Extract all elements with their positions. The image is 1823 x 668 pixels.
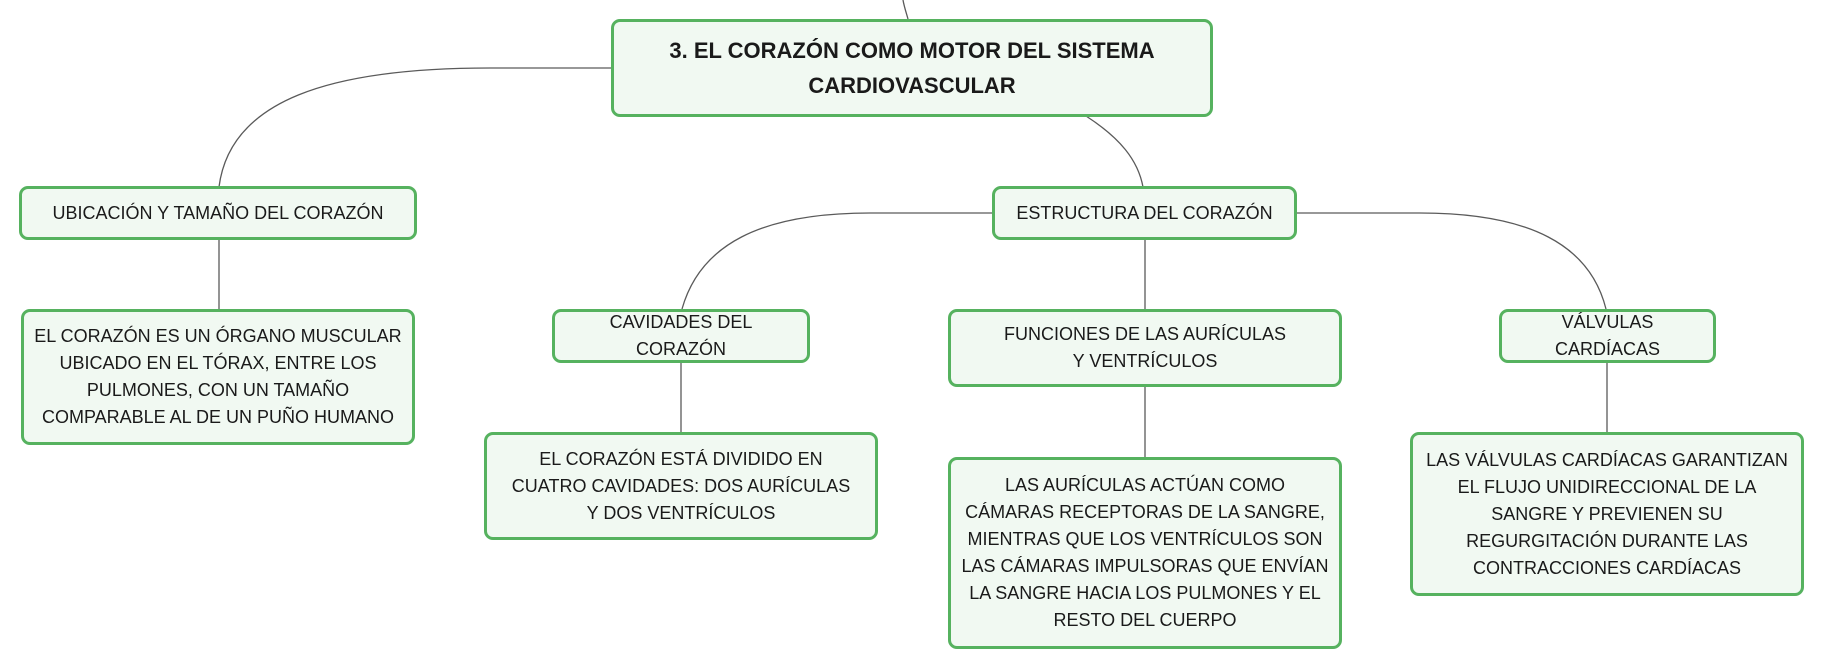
- detail-ubicacion[interactable]: EL CORAZÓN ES UN ÓRGANO MUSCULAR UBICADO…: [21, 309, 415, 445]
- detail-funciones-text: LAS AURÍCULAS ACTÚAN COMO CÁMARAS RECEPT…: [961, 475, 1329, 630]
- detail-cavidades[interactable]: EL CORAZÓN ESTÁ DIVIDIDO EN CUATRO CAVID…: [484, 432, 878, 540]
- root-topic[interactable]: 3. EL CORAZÓN COMO MOTOR DEL SISTEMA CAR…: [611, 19, 1213, 117]
- detail-valvulas-text: LAS VÁLVULAS CARDÍACAS GARANTIZAN EL FLU…: [1426, 449, 1788, 578]
- subtopic-funciones[interactable]: FUNCIONES DE LAS AURÍCULAS Y VENTRÍCULOS: [948, 309, 1342, 387]
- subtopic-funciones-title: FUNCIONES DE LAS AURÍCULAS Y VENTRÍCULOS: [1003, 324, 1287, 371]
- topic-ubicacion[interactable]: UBICACIÓN Y TAMAÑO DEL CORAZÓN: [19, 186, 417, 240]
- detail-cavidades-text: EL CORAZÓN ESTÁ DIVIDIDO EN CUATRO CAVID…: [511, 448, 851, 523]
- topic-ubicacion-title: UBICACIÓN Y TAMAÑO DEL CORAZÓN: [52, 202, 384, 223]
- detail-funciones[interactable]: LAS AURÍCULAS ACTÚAN COMO CÁMARAS RECEPT…: [948, 457, 1342, 649]
- detail-ubicacion-text: EL CORAZÓN ES UN ÓRGANO MUSCULAR UBICADO…: [34, 326, 402, 427]
- subtopic-cavidades[interactable]: CAVIDADES DEL CORAZÓN: [552, 309, 810, 363]
- topic-estructura[interactable]: ESTRUCTURA DEL CORAZÓN: [992, 186, 1297, 240]
- connector-estructura-valvulas: [1297, 212, 1607, 310]
- subtopic-cavidades-title: CAVIDADES DEL CORAZÓN: [609, 312, 753, 359]
- root-topic-title: 3. EL CORAZÓN COMO MOTOR DEL SISTEMA CAR…: [669, 38, 1155, 98]
- connector-top: [902, 0, 909, 20]
- connector-root-ubicacion: [218, 67, 612, 188]
- detail-valvulas[interactable]: LAS VÁLVULAS CARDÍACAS GARANTIZAN EL FLU…: [1410, 432, 1804, 596]
- topic-estructura-title: ESTRUCTURA DEL CORAZÓN: [1016, 202, 1273, 223]
- connector-estructura-cavidades: [681, 212, 993, 310]
- subtopic-valvulas-title: VÁLVULAS CARDÍACAS: [1554, 312, 1661, 359]
- subtopic-valvulas[interactable]: VÁLVULAS CARDÍACAS: [1499, 309, 1716, 363]
- connector-root-estructura: [1085, 115, 1144, 188]
